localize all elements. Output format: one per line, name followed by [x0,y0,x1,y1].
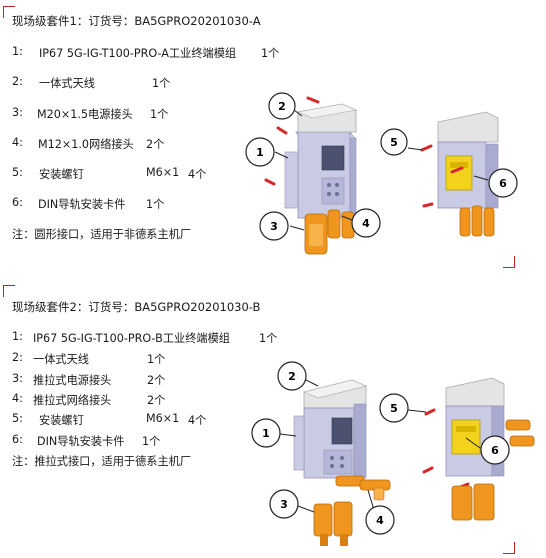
callout-1: 1 [251,418,297,448]
corner-mark-bottom-right [503,542,515,554]
screw-icon [264,178,276,186]
item-number: 3: [12,372,23,385]
callout-3: 3 [259,211,305,241]
item-name: 安装螺钉 [39,168,84,181]
item-number: 3: [12,106,23,119]
corner-mark-top-left [3,285,15,297]
callout-1: 1 [245,137,289,167]
svg-text:4: 4 [376,514,384,527]
item-name: M12×1.0网络接头 [38,138,134,151]
item-qty: 2个 [147,374,166,387]
kit-2-note: 注：推拉式接口，适用于德系主机厂 [12,455,192,468]
kit-2-section: 现场级套件2：订货号：BA5GPRO20201030-B 1: IP67 5G-… [0,280,546,558]
item-number: 5: [12,412,23,425]
callout-2: 2 [277,361,319,391]
item-qty: 1个 [147,353,166,366]
kit-1-title: 现场级套件1：订货号：BA5GPRO20201030-A [12,14,261,28]
item-qty: 1个 [152,77,171,90]
item-qty: 4个 [188,168,207,181]
svg-text:1: 1 [262,427,270,440]
kit-1-product-illustration: 1 2 3 4 5 6 [245,92,518,255]
screw-icon [420,144,433,152]
item-qty: 1个 [150,108,169,121]
power-connector-icon [304,213,328,255]
svg-text:3: 3 [280,498,288,511]
item-number: 5: [12,166,23,179]
item-number: 4: [12,392,23,405]
item-qty: 2个 [147,394,166,407]
callout-4: 4 [365,489,395,535]
antenna-lid-front [296,103,358,133]
push-pull-network-connector-icon [335,475,391,501]
callout-5: 5 [379,393,427,423]
item-qty: 1个 [261,47,280,60]
item-spec: M6×1 [146,166,180,179]
kit-2-title: 现场级套件2：订货号：BA5GPRO20201030-B [12,300,261,314]
corner-mark-bottom-right [503,256,515,268]
item-name: 一体式天线 [33,353,89,366]
item-spec: M6×1 [146,412,180,425]
item-qty: 1个 [146,198,165,211]
item-name: 推拉式网络接头 [33,394,112,407]
kit-2-product-illustration: 1 2 3 4 5 6 [251,361,535,546]
screw-icon [306,96,320,104]
svg-text:3: 3 [270,220,278,233]
corner-mark-top-left [3,6,15,18]
item-number: 6: [12,196,23,209]
item-number: 1: [12,330,23,343]
item-number: 2: [12,351,23,364]
item-qty: 2个 [146,138,165,151]
item-qty: 1个 [259,332,278,345]
svg-text:6: 6 [499,177,507,190]
item-name: IP67 5G-IG-T100-PRO-B工业终端模组 [33,332,230,345]
screw-icon [424,408,436,416]
callout-2: 2 [268,92,303,120]
item-name: 一体式天线 [39,77,95,90]
svg-text:1: 1 [256,146,264,159]
side-connector-icon [505,419,535,447]
item-number: 2: [12,75,23,88]
item-qty: 4个 [188,414,207,427]
callout-6: 6 [465,435,510,465]
svg-text:2: 2 [288,370,296,383]
screw-icon [276,126,288,135]
kit-1-note: 注：圆形接口，适用于非德系主机厂 [12,228,192,241]
svg-text:5: 5 [390,136,398,149]
item-number: 1: [12,45,23,58]
item-name: DIN导轨安装卡件 [38,198,126,211]
callout-3: 3 [269,489,315,519]
callout-5: 5 [380,128,423,156]
item-name: IP67 5G-IG-T100-PRO-A工业终端模组 [39,47,237,60]
item-qty: 1个 [142,435,161,448]
callout-4: 4 [341,208,381,238]
item-number: 4: [12,136,23,149]
item-name: 安装螺钉 [39,414,84,427]
screw-icon [422,202,434,208]
connector-group-icon [459,205,495,237]
svg-text:5: 5 [390,402,398,415]
terminal-module-front [293,379,367,479]
item-number: 6: [12,433,23,446]
svg-text:2: 2 [278,100,286,113]
network-connector-icon [327,209,355,239]
terminal-module-front [284,131,357,219]
connector-pair-icon [451,483,495,521]
callout-6: 6 [473,168,518,198]
item-name: DIN导轨安装卡件 [37,435,125,448]
svg-text:6: 6 [491,444,499,457]
terminal-module-back [437,111,499,209]
item-name: 推拉式电源接头 [33,374,112,387]
item-name: M20×1.5电源接头 [37,108,133,121]
screw-icon [422,466,434,474]
kit-1-section: 现场级套件1：订货号：BA5GPRO20201030-A 1: IP67 5G-… [0,0,546,270]
svg-text:4: 4 [362,217,370,230]
push-pull-power-connector-icon [313,501,353,546]
screw-icon [450,166,464,174]
